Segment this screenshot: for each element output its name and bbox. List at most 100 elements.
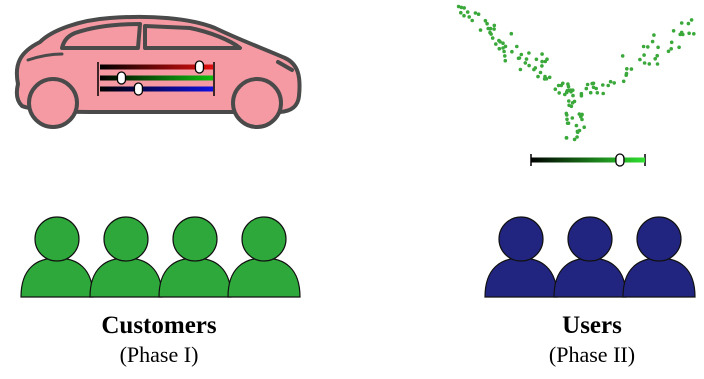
embedding-point bbox=[485, 21, 489, 26]
users-title: Users bbox=[562, 312, 622, 339]
embedding-point bbox=[524, 57, 529, 61]
embedding-point bbox=[465, 10, 470, 14]
embedding-point bbox=[689, 18, 694, 22]
embedding-point bbox=[462, 6, 467, 10]
car-wheel-front bbox=[231, 77, 283, 129]
embedding-point bbox=[494, 42, 498, 46]
customers-icons bbox=[20, 216, 301, 298]
customer-person-icon bbox=[89, 216, 163, 298]
customer-person-icon bbox=[227, 216, 301, 298]
slider-handle-green[interactable] bbox=[116, 71, 127, 85]
embedding-point bbox=[666, 49, 671, 54]
car-body-line bbox=[26, 52, 64, 62]
embedding-point bbox=[588, 90, 593, 95]
embedding-point bbox=[462, 13, 466, 18]
embedding-scatter bbox=[456, 4, 696, 142]
embedding-point bbox=[620, 54, 625, 58]
embedding-point bbox=[503, 44, 508, 49]
embedding-point bbox=[534, 57, 539, 62]
embedding-point bbox=[669, 47, 673, 51]
embedding-point bbox=[467, 15, 472, 19]
embedding-point bbox=[483, 18, 488, 23]
embedding-point bbox=[653, 57, 657, 61]
embedding-point bbox=[641, 44, 646, 49]
embedding-point bbox=[681, 32, 685, 37]
embedding-point bbox=[490, 36, 495, 40]
embedding-point bbox=[545, 57, 549, 61]
embedding-point bbox=[677, 45, 681, 50]
embedding-point bbox=[577, 112, 582, 116]
embedding-point bbox=[655, 53, 659, 58]
embedding-point bbox=[594, 86, 598, 91]
embedding-point bbox=[488, 27, 492, 31]
embedding-point bbox=[538, 70, 543, 75]
embedding-point bbox=[569, 90, 573, 94]
embedding-point bbox=[556, 83, 561, 88]
embedding-point bbox=[608, 79, 613, 84]
embedding-point bbox=[601, 83, 605, 87]
slider-track-blue[interactable] bbox=[100, 86, 213, 92]
customers-phase: (Phase I) bbox=[119, 342, 199, 367]
embedding-point bbox=[459, 5, 464, 10]
embedding-point bbox=[547, 75, 552, 80]
embedding-point bbox=[565, 117, 569, 122]
embedding-point bbox=[564, 111, 569, 116]
embedding-point bbox=[687, 31, 691, 36]
user-person-icon bbox=[553, 216, 627, 298]
embedding-point bbox=[515, 44, 519, 49]
slider-handle-red[interactable] bbox=[194, 60, 205, 74]
embedding-point bbox=[459, 10, 463, 15]
embed-slider-track[interactable] bbox=[531, 157, 645, 163]
slider-track-green[interactable] bbox=[100, 75, 213, 81]
embedding-point bbox=[585, 82, 590, 87]
embedding-point bbox=[571, 93, 575, 98]
customer-person-icon bbox=[20, 216, 94, 298]
embedding-point bbox=[638, 57, 642, 62]
embedding-point bbox=[532, 67, 536, 72]
embedding-slider bbox=[530, 153, 646, 167]
embedding-point bbox=[553, 87, 558, 91]
embedding-point bbox=[540, 52, 544, 56]
embedding-point bbox=[497, 46, 502, 51]
user-person-icon bbox=[622, 216, 696, 298]
embedding-point bbox=[510, 49, 514, 54]
embedding-point bbox=[625, 67, 629, 71]
embedding-point bbox=[540, 59, 544, 64]
embedding-point bbox=[580, 112, 584, 117]
embedding-point bbox=[692, 32, 696, 36]
embedding-point bbox=[518, 67, 523, 72]
embedding-point bbox=[501, 41, 505, 45]
customers-title: Customers bbox=[101, 312, 217, 339]
slider-handle-blue[interactable] bbox=[133, 82, 144, 96]
embedding-point bbox=[566, 84, 571, 89]
embedding-point bbox=[572, 137, 577, 142]
embedding-point bbox=[650, 39, 655, 44]
embedding-point bbox=[579, 94, 584, 98]
embedding-point bbox=[561, 81, 565, 86]
embedding-point bbox=[646, 45, 650, 49]
car-color-sliders bbox=[97, 60, 215, 96]
slider-track-red[interactable] bbox=[100, 64, 213, 70]
embedding-point bbox=[492, 27, 496, 31]
embedding-point bbox=[629, 67, 634, 71]
embedding-point bbox=[647, 62, 652, 66]
car-wheel-rear bbox=[27, 77, 79, 129]
embedding-point bbox=[470, 18, 475, 23]
customer-person-icon bbox=[158, 216, 232, 298]
embed-slider-handle[interactable] bbox=[615, 153, 625, 167]
embedding-point bbox=[601, 91, 605, 96]
embedding-point bbox=[473, 11, 478, 15]
embedding-point bbox=[488, 30, 492, 35]
embedding-point bbox=[527, 63, 531, 68]
embedding-point bbox=[671, 29, 676, 33]
embedding-point bbox=[536, 74, 540, 79]
embedding-point bbox=[476, 12, 481, 16]
embedding-point bbox=[498, 40, 502, 44]
embedding-point bbox=[519, 52, 524, 57]
embedding-point bbox=[478, 28, 483, 32]
embedding-point bbox=[612, 81, 616, 85]
car-headlight bbox=[276, 60, 294, 72]
embedding-point bbox=[686, 21, 691, 26]
embedding-point bbox=[523, 61, 528, 65]
